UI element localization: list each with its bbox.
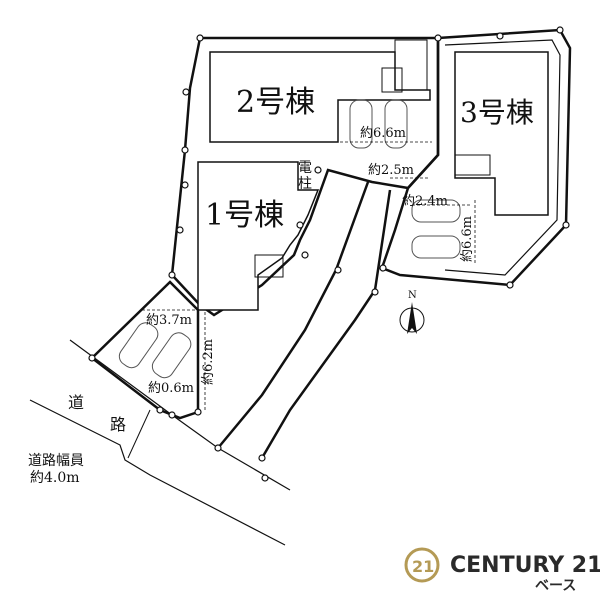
road-label-2: 路 — [110, 415, 126, 434]
road-width-value: 約4.0m — [30, 470, 80, 486]
brand-name: CENTURY 21 — [450, 553, 600, 578]
access-lane — [217, 181, 392, 459]
century21-logo: 21 — [404, 547, 440, 583]
utility-pole-label-2: 柱 — [298, 176, 312, 192]
road-width-label: 道路幅員 — [28, 453, 84, 469]
road-label-1: 道 — [68, 393, 84, 412]
north-arrow-icon — [407, 302, 417, 334]
road-edge-lower — [29, 399, 286, 546]
dimension-b2-width: 約6.6m — [360, 126, 406, 141]
dimension-b2-depth: 約2.5m — [368, 163, 414, 178]
plot-1 — [91, 280, 200, 420]
road-width-arrow — [127, 409, 151, 459]
dimension-lines — [142, 141, 476, 412]
building-2-label: 2号棟 — [236, 85, 315, 120]
building-3 — [454, 51, 549, 216]
plot-3 — [380, 28, 572, 287]
brand-branch: ベース — [535, 578, 576, 594]
parking-cars — [118, 99, 461, 379]
building-3-label: 3号棟 — [460, 96, 534, 129]
road-edge-upper — [69, 339, 291, 491]
dimension-b1-depth: 約6.2m — [201, 339, 216, 385]
dimension-b1-gap: 約0.6m — [148, 381, 194, 396]
north-compass — [399, 302, 425, 334]
building-1-label: 1号棟 — [205, 198, 284, 233]
utility-pole-marker — [314, 166, 322, 174]
dimension-b3-width: 約2.4m — [402, 194, 448, 209]
logo-number: 21 — [412, 557, 434, 576]
dimension-b1-width: 約3.7m — [146, 313, 192, 328]
compass-north-label: N — [408, 290, 417, 301]
building-2 — [209, 39, 431, 143]
boundary-markers — [88, 26, 570, 482]
dimension-b3-depth: 約6.6m — [460, 216, 475, 262]
road — [29, 339, 291, 546]
utility-pole-label-1: 電 — [298, 160, 312, 176]
building-1 — [197, 161, 320, 311]
